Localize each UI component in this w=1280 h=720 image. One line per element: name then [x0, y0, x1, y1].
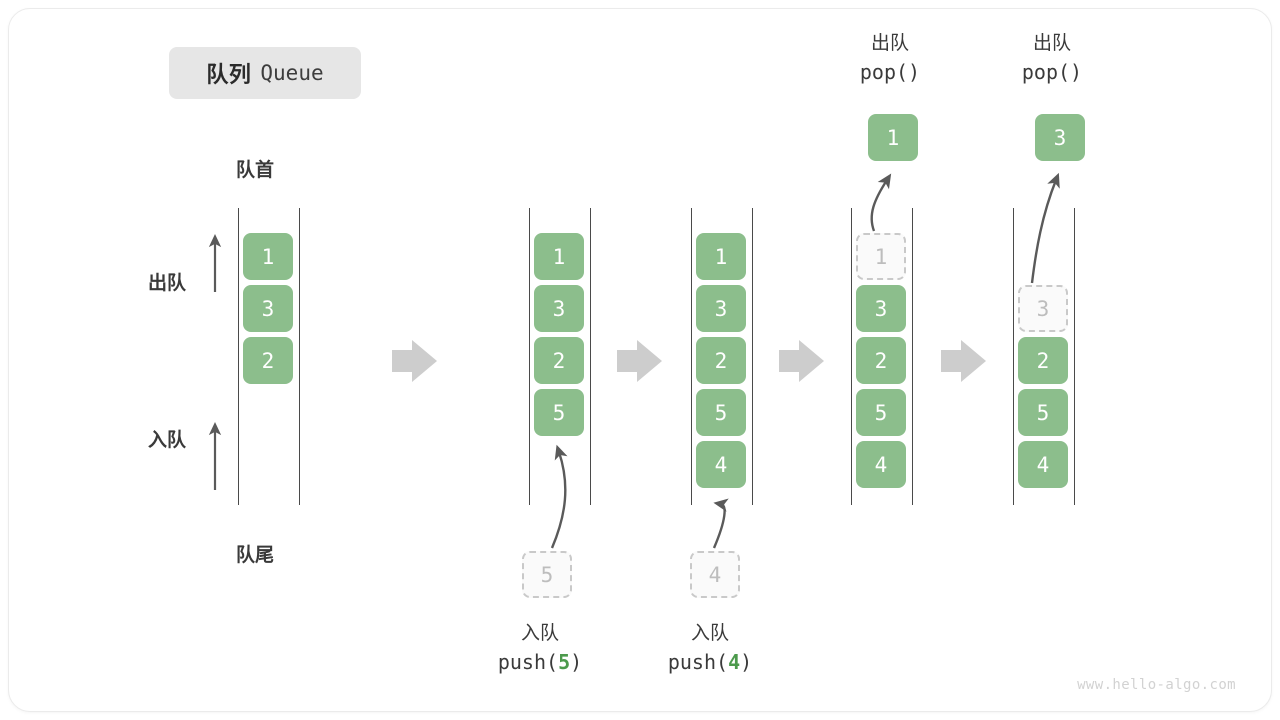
title-english: Queue — [260, 61, 324, 85]
caption-pop-3-code: pop() — [1021, 59, 1083, 84]
queue-cell: 1 — [696, 233, 746, 280]
title-chinese: 队列 — [206, 62, 252, 87]
watermark: www.hello-algo.com — [1077, 677, 1236, 693]
caption-pop-1-code: pop() — [859, 59, 921, 84]
rail-left-2 — [529, 208, 530, 505]
label-enqueue-direction: 入队 — [148, 430, 187, 451]
rail-left-3 — [691, 208, 692, 505]
rail-right-4 — [912, 208, 913, 505]
caption-pop-1-cn: 出队 — [870, 33, 909, 54]
diagram-card — [8, 8, 1272, 712]
queue-cell-new: 5 — [534, 389, 584, 436]
queue-cell-new: 4 — [696, 441, 746, 488]
caption-push-4-code: push(4) — [667, 649, 753, 674]
rail-right-2 — [590, 208, 591, 505]
removed-element-ghost: 3 — [1018, 285, 1068, 332]
queue-cell: 2 — [856, 337, 906, 384]
queue-cell: 3 — [243, 285, 293, 332]
rail-right-1 — [299, 208, 300, 505]
queue-cell: 4 — [856, 441, 906, 488]
removed-element-ghost: 1 — [856, 233, 906, 280]
rail-left-4 — [851, 208, 852, 505]
rail-right-3 — [752, 208, 753, 505]
pending-element-ghost: 5 — [522, 551, 572, 598]
queue-cell: 3 — [696, 285, 746, 332]
diagram-title-chip: 队列 Queue — [169, 47, 361, 99]
queue-cell: 5 — [1018, 389, 1068, 436]
queue-cell: 5 — [856, 389, 906, 436]
queue-cell: 4 — [1018, 441, 1068, 488]
pending-element-ghost: 4 — [690, 551, 740, 598]
rail-right-5 — [1074, 208, 1075, 505]
rail-left-5 — [1013, 208, 1014, 505]
queue-cell: 2 — [696, 337, 746, 384]
queue-cell: 1 — [534, 233, 584, 280]
queue-cell: 1 — [243, 233, 293, 280]
caption-pop-1: 出队 pop() — [790, 30, 990, 87]
caption-push-5-arg: 5 — [558, 649, 571, 674]
queue-cell: 5 — [696, 389, 746, 436]
queue-cell: 2 — [243, 337, 293, 384]
popped-element: 1 — [868, 114, 918, 161]
queue-cell: 3 — [856, 285, 906, 332]
caption-push-4-cn: 入队 — [690, 623, 729, 644]
queue-cell: 3 — [534, 285, 584, 332]
queue-cell: 2 — [534, 337, 584, 384]
label-queue-tail: 队尾 — [236, 545, 275, 566]
caption-push-5-cn: 入队 — [520, 623, 559, 644]
caption-push-5: 入队 push(5) — [440, 620, 640, 677]
popped-element: 3 — [1035, 114, 1085, 161]
label-queue-head: 队首 — [236, 160, 275, 181]
queue-cell: 2 — [1018, 337, 1068, 384]
caption-pop-3: 出队 pop() — [952, 30, 1152, 87]
caption-pop-3-cn: 出队 — [1032, 33, 1071, 54]
caption-push-5-code: push(5) — [497, 649, 583, 674]
rail-left-1 — [238, 208, 239, 505]
label-dequeue-direction: 出队 — [148, 273, 187, 294]
caption-push-4: 入队 push(4) — [610, 620, 810, 677]
caption-push-4-arg: 4 — [728, 649, 741, 674]
